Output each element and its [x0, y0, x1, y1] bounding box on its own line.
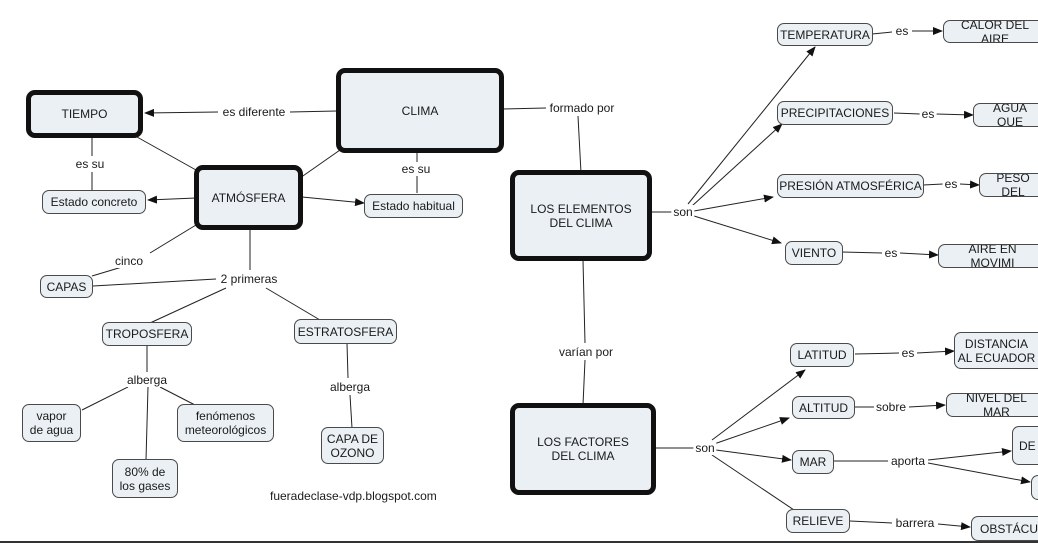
node-altitud[interactable]: ALTITUD — [792, 396, 855, 419]
bottom-divider — [0, 541, 1038, 543]
link-line — [899, 250, 939, 259]
link-es-viento: es — [882, 246, 900, 260]
link-es-presion: es — [942, 177, 960, 191]
link-line — [349, 394, 353, 429]
node-mar[interactable]: MAR — [792, 450, 834, 474]
link-line — [92, 278, 217, 287]
node-precipitaciones[interactable]: PRECIPITACIONES — [777, 101, 893, 125]
node-elementos[interactable]: LOS ELEMENTOS DEL CLIMA — [510, 170, 652, 261]
link-line — [81, 386, 129, 411]
link-line — [711, 369, 806, 441]
node-80-gases[interactable]: 80% de los gases — [112, 459, 178, 498]
link-es-diferente: es diferente — [220, 105, 288, 119]
link-line — [927, 447, 1012, 461]
link-line — [145, 386, 149, 461]
link-line — [91, 266, 123, 277]
node-mar-target[interactable]: DE — [1012, 426, 1038, 465]
link-sobre: sobre — [873, 400, 909, 414]
node-temperatura[interactable]: TEMPERATURA — [777, 23, 873, 46]
link-line — [149, 224, 197, 254]
link-line — [301, 196, 365, 207]
link-line — [713, 417, 790, 445]
node-capas[interactable]: CAPAS — [40, 275, 93, 298]
node-nivel-mar[interactable]: NIVEL DEL MAR — [946, 393, 1038, 417]
node-capa-ozono[interactable]: CAPA DE OZONO — [321, 427, 384, 464]
link-line — [871, 31, 893, 35]
link-line — [265, 287, 321, 321]
link-son-factores: son — [693, 441, 717, 455]
node-calor-aire[interactable]: CALOR DEL AIRE — [943, 20, 1038, 43]
link-es-su-tiempo: es su — [73, 157, 107, 171]
link-line — [959, 180, 980, 189]
source-credit: fueradeclase-vdp.blogspot.com — [270, 489, 437, 503]
link-es-precipitaciones: es — [919, 107, 937, 121]
link-line — [502, 107, 547, 110]
link-aporta: aporta — [888, 454, 928, 468]
link-line — [893, 112, 921, 115]
link-line — [937, 522, 971, 531]
link-line — [711, 454, 801, 515]
link-varian-por: varían por — [556, 345, 616, 359]
node-estratosfera[interactable]: ESTRATOSFERA — [294, 319, 397, 344]
link-es-temperatura: es — [893, 24, 911, 38]
link-line — [144, 108, 219, 117]
node-troposfera[interactable]: TROPOSFERA — [102, 322, 192, 346]
link-line — [582, 259, 586, 344]
node-vapor-agua[interactable]: vapor de agua — [22, 404, 81, 442]
link-es-su-clima: es su — [399, 162, 433, 176]
link-line — [693, 194, 774, 212]
link-es-latitud: es — [899, 346, 917, 360]
link-line — [582, 359, 586, 406]
link-line — [691, 123, 783, 207]
link-line — [289, 110, 338, 113]
link-line — [849, 520, 893, 524]
node-fenomenos[interactable]: fenómenos meteorológicos — [177, 404, 274, 442]
link-line — [916, 347, 955, 356]
link-dos-primeras: 2 primeras — [218, 272, 280, 286]
node-clima[interactable]: CLIMA — [336, 68, 504, 153]
link-line — [577, 115, 582, 174]
node-factores[interactable]: LOS FACTORES DEL CLIMA — [510, 403, 656, 495]
node-latitud[interactable]: LATITUD — [790, 343, 854, 367]
link-line — [693, 215, 782, 245]
link-line — [927, 462, 1031, 485]
link-alberga-troposfera: alberga — [124, 373, 170, 387]
link-line — [687, 46, 816, 205]
link-line — [147, 195, 197, 204]
node-obstaculo[interactable]: OBSTÁCUL — [971, 516, 1038, 541]
node-tiempo[interactable]: TIEMPO — [26, 90, 143, 138]
link-line — [841, 251, 883, 254]
node-mar-target-2[interactable] — [1031, 475, 1038, 500]
link-barrera: barrera — [893, 516, 937, 530]
node-estado-concreto[interactable]: Estado concreto — [42, 190, 146, 214]
node-aire-movimiento[interactable]: AIRE EN MOVIMI — [938, 244, 1038, 268]
link-alberga-estratosfera: alberga — [327, 380, 373, 394]
link-line — [935, 110, 974, 119]
link-line — [715, 449, 792, 463]
link-line — [908, 401, 946, 410]
node-distancia-ecuador[interactable]: DISTANCIA AL ECUADOR — [954, 332, 1038, 369]
node-presion[interactable]: PRESIÓN ATMOSFÉRICA — [777, 174, 924, 198]
node-agua-que[interactable]: AGUA QUE — [973, 103, 1038, 127]
node-peso-del[interactable]: PESO DEL — [979, 173, 1038, 197]
link-line — [346, 342, 349, 379]
node-atmosfera[interactable]: ATMÓSFERA — [194, 165, 303, 230]
link-formado-por: formado por — [547, 101, 617, 115]
link-line — [149, 287, 227, 324]
link-line — [299, 149, 341, 179]
link-line — [159, 386, 196, 406]
link-line — [922, 183, 944, 186]
link-line — [136, 136, 197, 171]
node-viento[interactable]: VIENTO — [785, 241, 843, 265]
link-son-elementos: son — [671, 205, 695, 219]
node-relieve[interactable]: RELIEVE — [786, 509, 850, 533]
link-line — [854, 352, 900, 355]
node-estado-habitual[interactable]: Estado habitual — [364, 194, 463, 218]
link-cinco: cinco — [112, 254, 146, 268]
